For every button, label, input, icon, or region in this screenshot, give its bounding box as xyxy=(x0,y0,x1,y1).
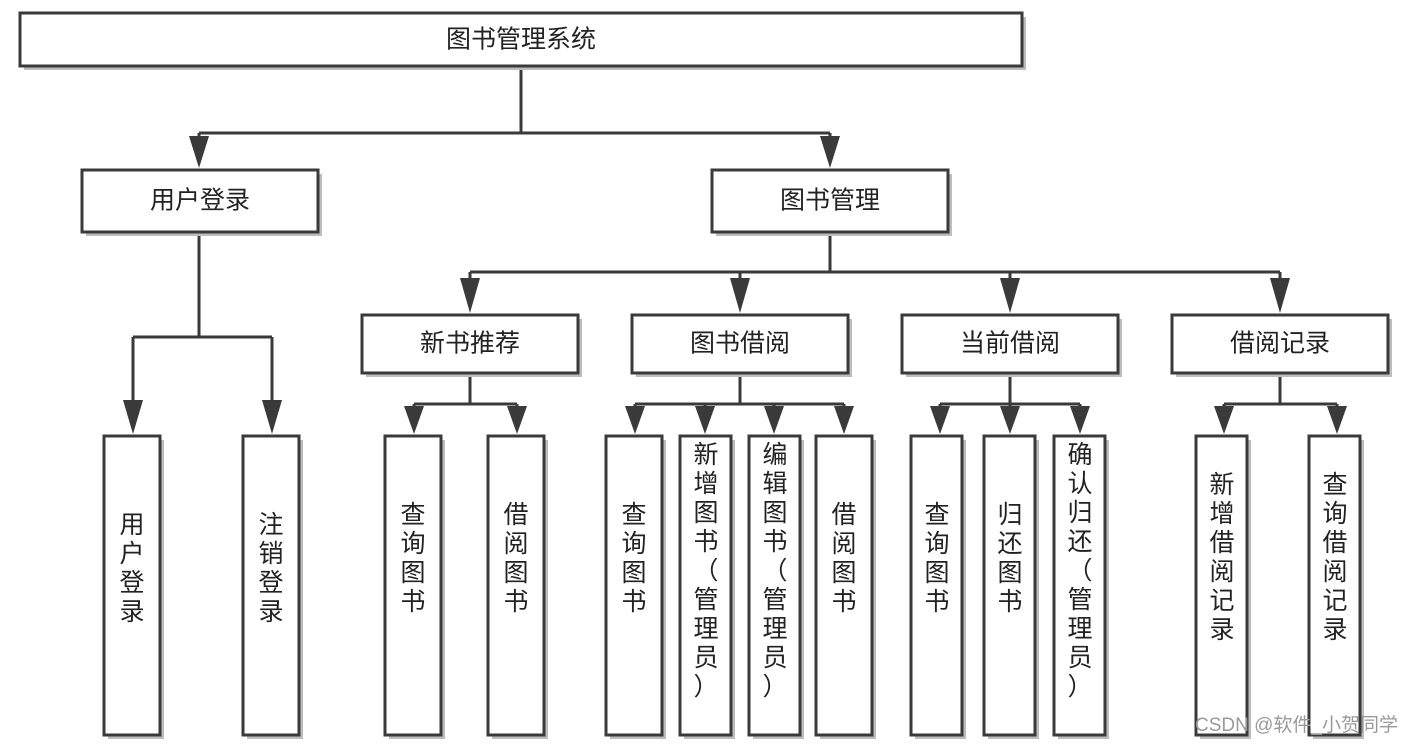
node-current-borrow[interactable]: 当前借阅 xyxy=(900,313,1122,377)
leaf-user-logout[interactable]: 注销登录 xyxy=(241,434,303,739)
book-borrow-rect xyxy=(630,313,850,375)
node-new-book-recommend[interactable]: 新书推荐 xyxy=(360,313,582,377)
leaf-br-add-record[interactable]: 新增借阅记录 xyxy=(1194,434,1251,739)
leaf-cb-return-rect xyxy=(982,434,1037,737)
leaf-cb-return-book[interactable]: 归还图书 xyxy=(982,434,1039,739)
leaf-newbook-query-label: 查询图书 xyxy=(400,501,425,616)
leaf-user-logout-rect xyxy=(241,434,301,737)
node-book-borrow[interactable]: 图书借阅 xyxy=(630,313,852,377)
arrow-leaf-bb-add xyxy=(695,406,715,434)
leaf-br-add-label: 新增借阅记录 xyxy=(1209,471,1234,644)
leaf-bb-edit-rect xyxy=(747,434,802,737)
leaf-bb-add-book[interactable]: 新增图书（管理员） xyxy=(678,434,735,739)
node-borrow-record[interactable]: 借阅记录 xyxy=(1170,313,1392,377)
arrow-leaf-br-query xyxy=(1327,406,1347,434)
leaf-cb-query-label: 查询图书 xyxy=(924,501,949,616)
node-root-system[interactable]: 图书管理系统 xyxy=(18,11,1026,70)
borrow-record-rect xyxy=(1170,313,1390,375)
arrow-leaf-bb-edit xyxy=(764,406,784,434)
leaf-bb-borrow-rect xyxy=(814,434,874,737)
book-manage-label: 图书管理 xyxy=(780,187,880,215)
leaf-user-login[interactable]: 用户登录 xyxy=(102,434,164,739)
arrow-leaf-cb-confirm xyxy=(1070,406,1090,434)
arrow-leaf-newbook-query xyxy=(404,406,424,434)
user-login-label: 用户登录 xyxy=(150,187,250,215)
root-rect xyxy=(18,11,1024,68)
arrow-leaf-bb-query xyxy=(625,406,645,434)
leaf-br-query-rect xyxy=(1307,434,1362,737)
leaf-user-logout-label: 注销登录 xyxy=(258,511,283,626)
leaf-newbook-query-rect xyxy=(383,434,443,737)
book-borrow-label: 图书借阅 xyxy=(690,330,790,358)
leaf-bb-edit-book[interactable]: 编辑图书（管理员） xyxy=(747,434,804,739)
arrow-leaf-cb-return xyxy=(1000,406,1020,434)
leaf-cb-query-book[interactable]: 查询图书 xyxy=(909,434,966,739)
arrow-leaf-br-add xyxy=(1214,406,1234,434)
connector-layer xyxy=(123,66,1347,434)
root-label: 图书管理系统 xyxy=(446,26,596,54)
arrow-to-current-borrow xyxy=(1000,278,1020,313)
leaf-cb-return-label: 归还图书 xyxy=(997,501,1022,616)
current-borrow-label: 当前借阅 xyxy=(960,330,1060,358)
leaf-br-add-rect xyxy=(1194,434,1249,737)
leaf-bb-add-rect xyxy=(678,434,733,737)
leaf-bb-add-label: 新增图书（管理员） xyxy=(693,441,718,701)
leaf-bb-query-book[interactable]: 查询图书 xyxy=(604,434,666,739)
new-book-rect xyxy=(360,313,580,375)
arrow-to-book-borrow xyxy=(730,278,750,313)
current-borrow-rect xyxy=(900,313,1120,375)
leaf-newbook-query-book[interactable]: 查询图书 xyxy=(383,434,445,739)
arrow-leaf-newbook-borrow xyxy=(507,406,527,434)
leaf-br-query-label: 查询借阅记录 xyxy=(1322,471,1347,644)
leaf-bb-query-label: 查询图书 xyxy=(621,501,646,616)
leaf-cb-confirm-label: 确认归还（管理员） xyxy=(1067,441,1092,701)
leaf-br-query-record[interactable]: 查询借阅记录 xyxy=(1307,434,1364,739)
arrow-to-borrow-record xyxy=(1270,278,1290,313)
leaf-cb-query-rect xyxy=(909,434,964,737)
leaf-newbook-borrow-label: 借阅图书 xyxy=(503,501,528,616)
watermark-label: CSDN @软件_小贺同学 xyxy=(1195,714,1398,736)
arrow-leaf-user-login xyxy=(123,400,143,434)
leaf-bb-borrow-book[interactable]: 借阅图书 xyxy=(814,434,876,739)
node-user-login[interactable]: 用户登录 xyxy=(80,168,322,236)
leaf-newbook-borrow-book[interactable]: 借阅图书 xyxy=(486,434,548,739)
arrow-to-book-manage xyxy=(820,136,840,168)
leaf-cb-confirm-return[interactable]: 确认归还（管理员） xyxy=(1052,434,1109,739)
leaf-cb-confirm-rect xyxy=(1052,434,1107,737)
arrow-leaf-user-logout xyxy=(262,400,282,434)
leaf-bb-borrow-label: 借阅图书 xyxy=(831,501,856,616)
arrow-to-user-login xyxy=(189,136,209,168)
leaf-bb-edit-label: 编辑图书（管理员） xyxy=(762,441,787,701)
borrow-record-label: 借阅记录 xyxy=(1230,330,1330,358)
arrow-leaf-cb-query xyxy=(930,406,950,434)
leaf-newbook-borrow-rect xyxy=(486,434,546,737)
arrow-leaf-bb-borrow xyxy=(834,406,854,434)
leaf-user-login-rect xyxy=(102,434,162,737)
book-manage-rect xyxy=(710,168,950,234)
arrow-to-new-book xyxy=(460,278,480,313)
leaf-bb-query-rect xyxy=(604,434,664,737)
new-book-label: 新书推荐 xyxy=(420,330,520,358)
node-book-manage[interactable]: 图书管理 xyxy=(710,168,952,236)
user-login-rect xyxy=(80,168,320,234)
leaf-user-login-label: 用户登录 xyxy=(119,511,144,626)
